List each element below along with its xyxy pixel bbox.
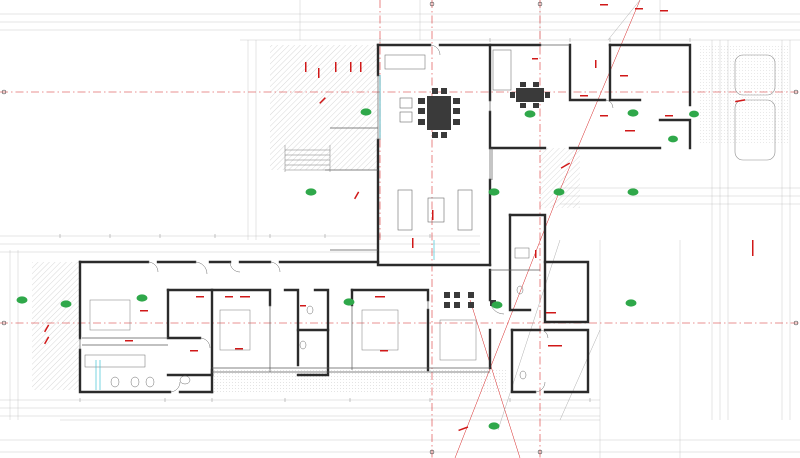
level-tag [553, 188, 565, 196]
diagonal-guides [497, 0, 641, 431]
dining-table [418, 88, 460, 138]
level-tag [491, 301, 503, 309]
level-tag [16, 296, 28, 304]
closet-wall-a [210, 288, 272, 307]
door-swing [194, 261, 208, 275]
hall-wall-b [508, 213, 532, 312]
hall-wall-a [508, 213, 547, 264]
level-tag [627, 109, 639, 117]
level-tag [305, 188, 317, 196]
kitchen-wall-d [608, 43, 642, 102]
kitchen-wall-c [608, 43, 692, 107]
window-glazing [95, 75, 435, 390]
dimension-ticks [59, 38, 691, 402]
site-boundary-lines [454, 0, 641, 458]
door-swing [539, 329, 549, 339]
level-tag [488, 422, 500, 430]
level-tag [60, 300, 72, 308]
door-swing [269, 261, 281, 273]
right-room-wall-c [543, 328, 590, 394]
door-swing [429, 44, 441, 56]
door-swing [604, 99, 614, 109]
porch-hatch [32, 262, 80, 390]
level-tag [689, 110, 699, 118]
kitchen-counter [492, 49, 512, 91]
closet-wall-c [350, 288, 430, 302]
level-tag [488, 188, 500, 196]
kitchen-wall-b [568, 43, 607, 102]
door-swing [199, 337, 211, 349]
car-outline [734, 99, 776, 161]
stair [284, 145, 331, 172]
bedroom-divider-a [283, 288, 300, 367]
level-tags [16, 108, 699, 430]
door-swing [169, 381, 181, 393]
level-tag [360, 108, 372, 116]
car-outline [734, 54, 776, 96]
kitchen-table [510, 82, 550, 108]
level-tag [625, 299, 637, 307]
upper-block-wall-d [376, 138, 492, 267]
door-swing [229, 261, 241, 273]
bathroom-fixtures [84, 247, 530, 388]
kitchen-island [384, 54, 426, 70]
bath2-wall [296, 288, 330, 377]
right-room-wall-d [510, 328, 537, 394]
level-tag [627, 188, 639, 196]
level-tag [668, 135, 678, 143]
furniture [84, 49, 776, 390]
kitchen-wall-f [658, 118, 692, 150]
sofa-set [397, 97, 473, 231]
level-tag [524, 110, 536, 118]
door-swing [534, 381, 546, 393]
door-swings [147, 44, 614, 393]
level-tag [343, 298, 355, 306]
level-tag [136, 294, 148, 302]
wing-wall-left-b [78, 348, 172, 394]
red-annotations [43, 4, 754, 432]
door-swing [147, 261, 159, 273]
terrace-hatch [270, 45, 378, 170]
right-room-wall-a [543, 260, 590, 324]
